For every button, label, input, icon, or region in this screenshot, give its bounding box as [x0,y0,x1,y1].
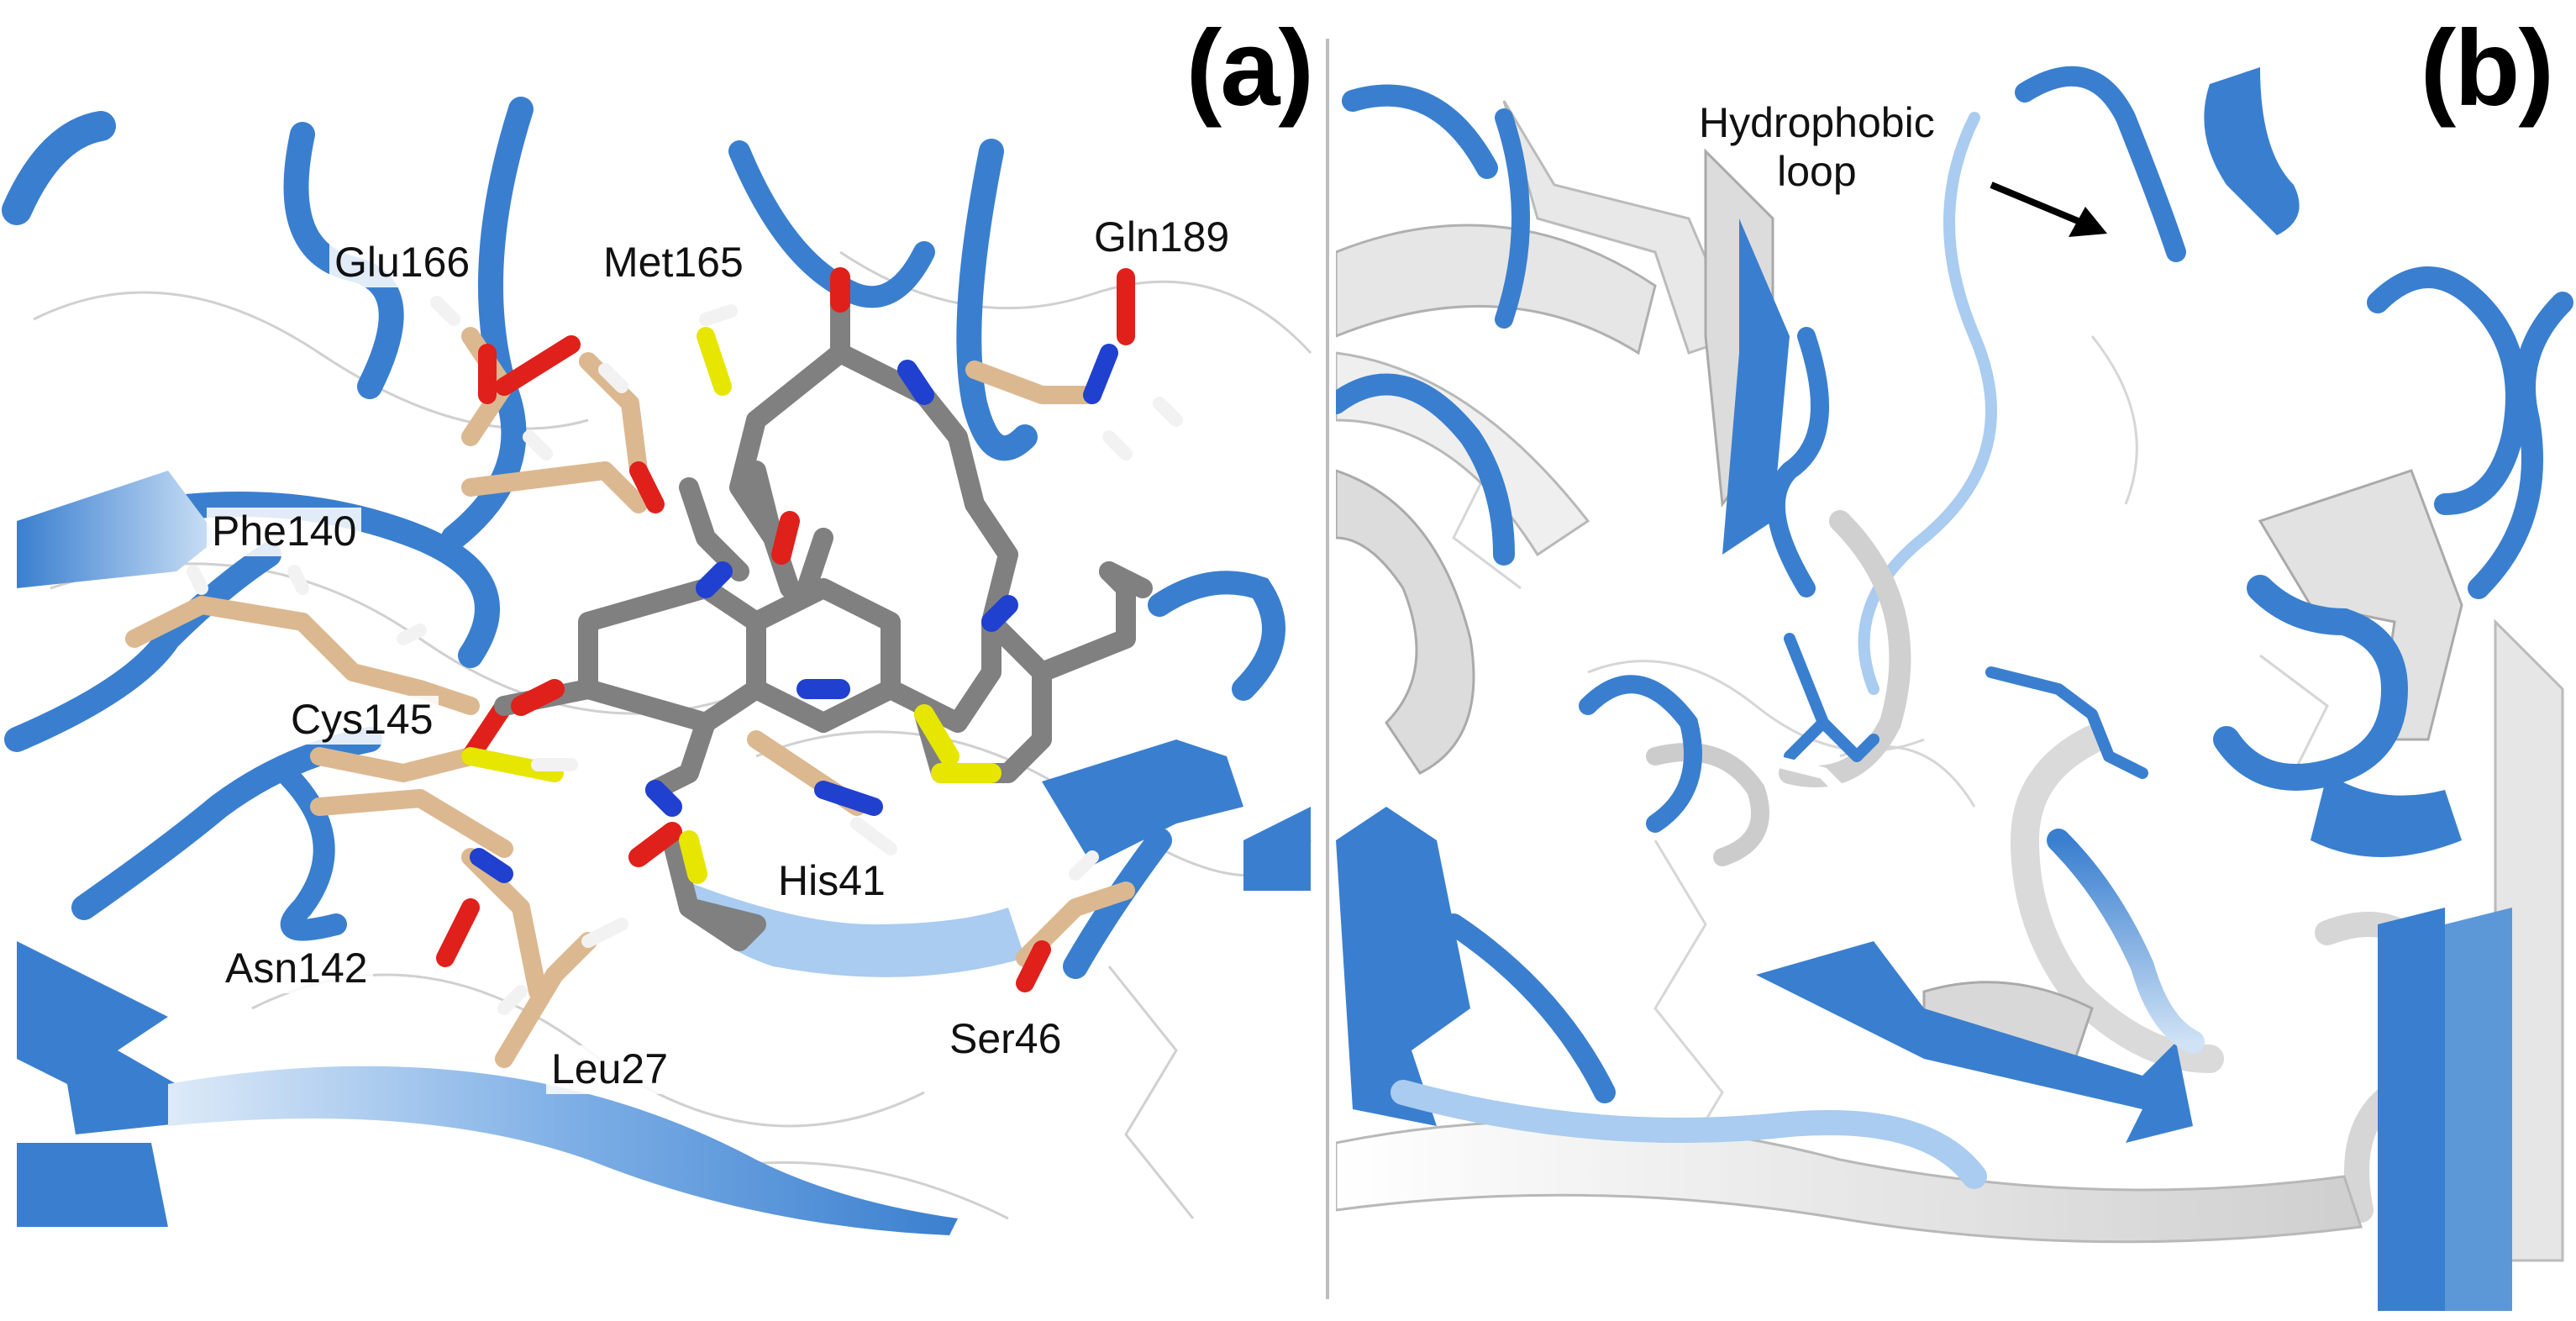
residue-label-phe140: Phe140 [207,508,362,556]
residue-label-gln189: Gln189 [1089,213,1235,262]
residue-sticks [125,327,1135,1068]
residue-label-leu27: Leu27 [546,1045,674,1094]
hydrophobic-loop-arrow [1990,182,2107,237]
panel-b: Hydrophobic loop (b) [1336,0,2576,1321]
panel-a-structure [2,97,1312,1235]
panel-b-structure [1336,66,2573,1311]
panel-divider [1326,39,1329,1299]
hydrophobic-loop-annotation: Hydrophobic loop [1699,99,1935,196]
residue-sticks-b [1750,616,2148,813]
protein-sheet-arrows [17,471,1311,1235]
panel-a: Glu166 Met165 Gln189 Phe140 Cys145 His41… [2,8,1315,1235]
residue-label-glu166: Glu166 [329,239,476,287]
hydrogens [187,296,1183,1015]
hydrophobic-loop-ribbon [1858,112,1997,695]
residue-label-his41: His41 [773,857,891,906]
residue-label-cys145: Cys145 [286,696,439,745]
annotation-line-1: Hydrophobic [1699,99,1935,146]
panel-label-b: (b) [2420,8,2554,129]
residue-label-asn142: Asn142 [220,945,373,993]
residue-label-ser46: Ser46 [944,1015,1067,1064]
blue-structure [1336,66,2573,1311]
residue-heteroatoms [436,268,1135,992]
ligand-heteroatoms [511,267,1018,884]
panel-label-a: (a) [1185,8,1314,129]
residue-label-met165: Met165 [598,239,749,287]
annotation-line-2: loop [1777,147,1857,195]
